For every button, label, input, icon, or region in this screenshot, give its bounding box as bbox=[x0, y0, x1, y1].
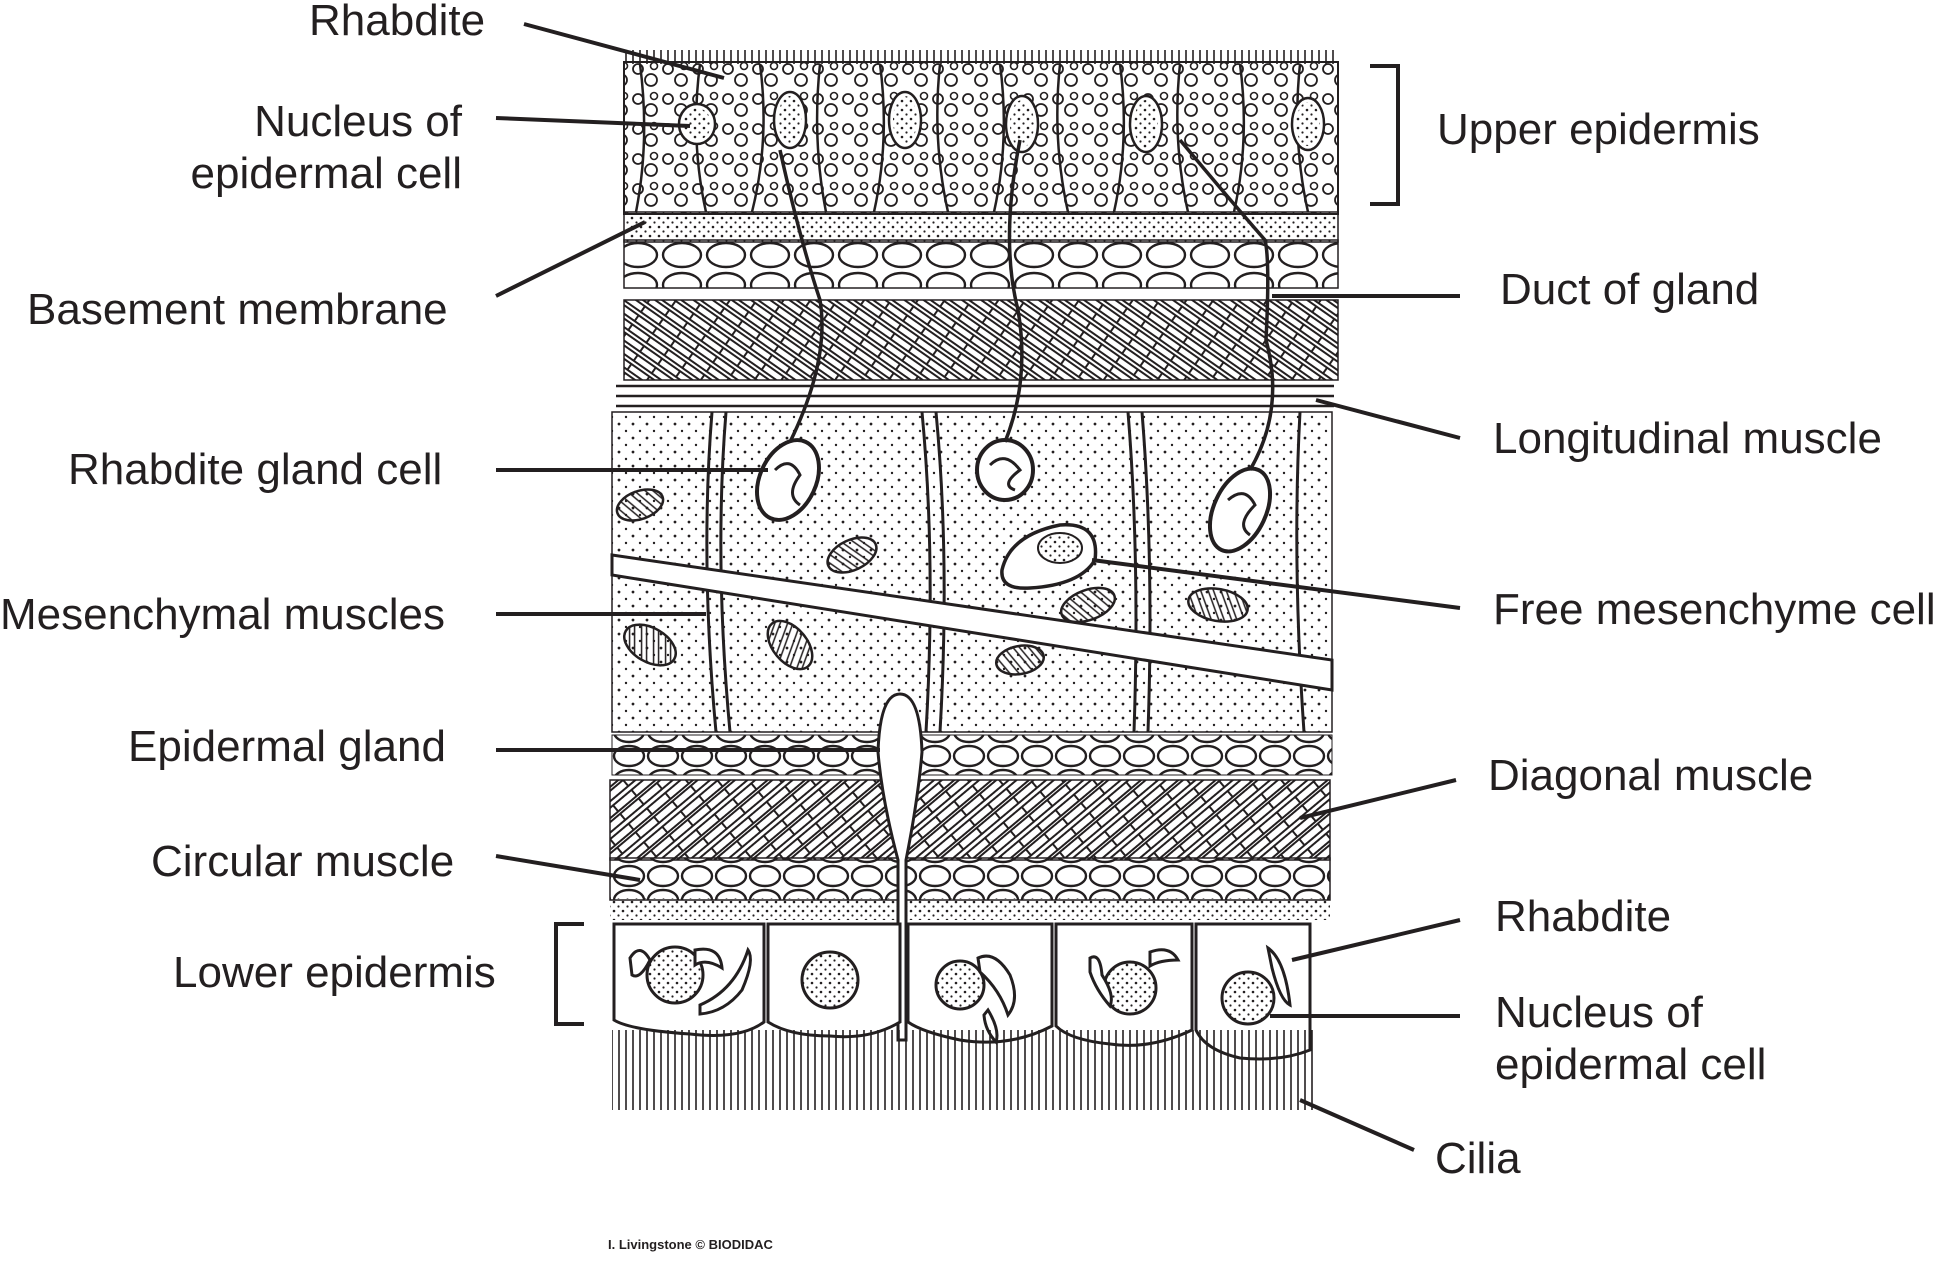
label-nucleus-bottom-line1: Nucleus of bbox=[1495, 988, 1703, 1037]
label-basement-membrane: Basement membrane bbox=[27, 285, 448, 334]
gland-ducts bbox=[778, 138, 1275, 471]
label-lower-epidermis: Lower epidermis bbox=[173, 948, 496, 997]
leader-rhabdite-top bbox=[523, 22, 725, 80]
upper-diagonal-muscle bbox=[623, 299, 1339, 381]
leader-free-mesenchyme-cell bbox=[1091, 558, 1461, 610]
longitudinal-muscle-layer bbox=[616, 384, 1334, 408]
nucleus-speckles bbox=[683, 96, 1320, 148]
leader-rhabdite-bottom bbox=[1291, 918, 1461, 962]
epidermal-gland bbox=[876, 692, 924, 1042]
lower-epidermal-nuclei bbox=[645, 945, 1276, 1026]
upper-circular-muscle bbox=[623, 239, 1339, 289]
label-diagonal-muscle: Diagonal muscle bbox=[1488, 751, 1814, 800]
leader-cilia bbox=[1299, 1098, 1415, 1152]
label-rhabdite-gland-cell: Rhabdite gland cell bbox=[68, 445, 443, 494]
basement-membrane-layer bbox=[623, 211, 1339, 243]
label-rhabdite-bottom: Rhabdite bbox=[1495, 892, 1672, 941]
label-free-mesenchyme-cell: Free mesenchyme cell bbox=[1493, 585, 1936, 634]
upper-epidermis-layer bbox=[623, 61, 1339, 215]
leader-nucleus-top bbox=[495, 116, 691, 128]
image-credit: I. Livingstone © BIODIDAC bbox=[608, 1237, 773, 1252]
lower-diagonal-muscle bbox=[609, 779, 1331, 861]
leader-circular-muscle bbox=[495, 854, 641, 882]
lower-cilia bbox=[612, 1030, 1317, 1110]
tissue-section bbox=[609, 50, 1385, 1225]
lower-circular-muscle bbox=[609, 857, 1331, 901]
leader-diagonal-muscle bbox=[1299, 778, 1457, 820]
upper-surface-fringe bbox=[624, 50, 1338, 64]
label-mesenchymal-muscles: Mesenchymal muscles bbox=[0, 590, 446, 639]
mesenchyme-nuclei bbox=[615, 488, 1249, 676]
leader-lines bbox=[495, 22, 1461, 1152]
lower-epidermis-bracket bbox=[554, 922, 584, 1026]
label-rhabdite-top: Rhabdite bbox=[309, 0, 486, 45]
label-duct-of-gland: Duct of gland bbox=[1500, 265, 1760, 314]
label-nucleus-top-line1: Nucleus of bbox=[254, 97, 462, 146]
label-epidermal-gland: Epidermal gland bbox=[128, 722, 446, 771]
mesenchymal-muscle-band bbox=[610, 553, 1334, 692]
label-longitudinal-muscle: Longitudinal muscle bbox=[1493, 414, 1882, 463]
free-mesenchyme-cell bbox=[1000, 523, 1098, 590]
label-cilia: Cilia bbox=[1435, 1134, 1521, 1183]
label-nucleus-bottom-line2: epidermal cell bbox=[1495, 1040, 1767, 1089]
upper-epidermis-bracket bbox=[1370, 64, 1400, 206]
leader-longitudinal-muscle bbox=[1315, 398, 1461, 440]
cilia-whiteout bbox=[1175, 1135, 1385, 1225]
leader-basement-membrane bbox=[495, 220, 646, 298]
rhabdite-gland-cells bbox=[755, 438, 1273, 554]
lower-basement-membrane bbox=[610, 898, 1330, 920]
lower-rhabdites bbox=[628, 944, 1292, 1045]
label-upper-epidermis: Upper epidermis bbox=[1437, 105, 1760, 154]
mesenchyme-cell-walls bbox=[705, 411, 1306, 733]
lower-oval-layer bbox=[611, 734, 1333, 776]
label-circular-muscle: Circular muscle bbox=[151, 837, 455, 886]
label-nucleus-top-line2: epidermal cell bbox=[190, 149, 462, 198]
gland-cell-rhabdites bbox=[773, 457, 1257, 537]
